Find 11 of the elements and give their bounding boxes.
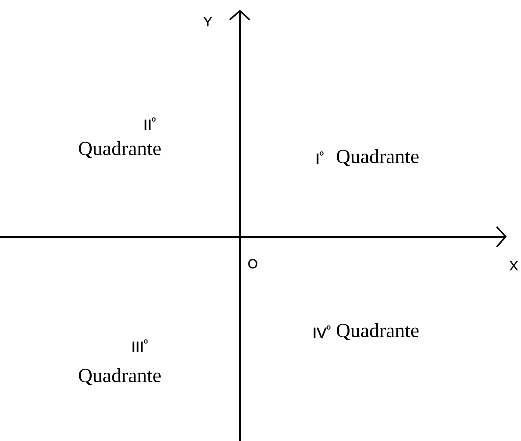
axis-label: X [510,262,518,270]
quadrant-label: Quadrante [79,368,161,386]
quadrant-numeral: III$^{º}$ [132,340,148,352]
quadrant-label: Quadrante [337,323,419,341]
quadrant-numeral: IV$^{º}$ [314,326,331,338]
quadrant-label: Quadrante [337,149,419,167]
quadrant-numeral: II$^{º}$ [144,118,156,130]
axis-label: Y [204,18,212,26]
quadrant-numeral: I$^{º}$ [316,152,324,164]
axis-label: O [248,259,258,269]
quadrant-label: Quadrante [79,141,161,159]
